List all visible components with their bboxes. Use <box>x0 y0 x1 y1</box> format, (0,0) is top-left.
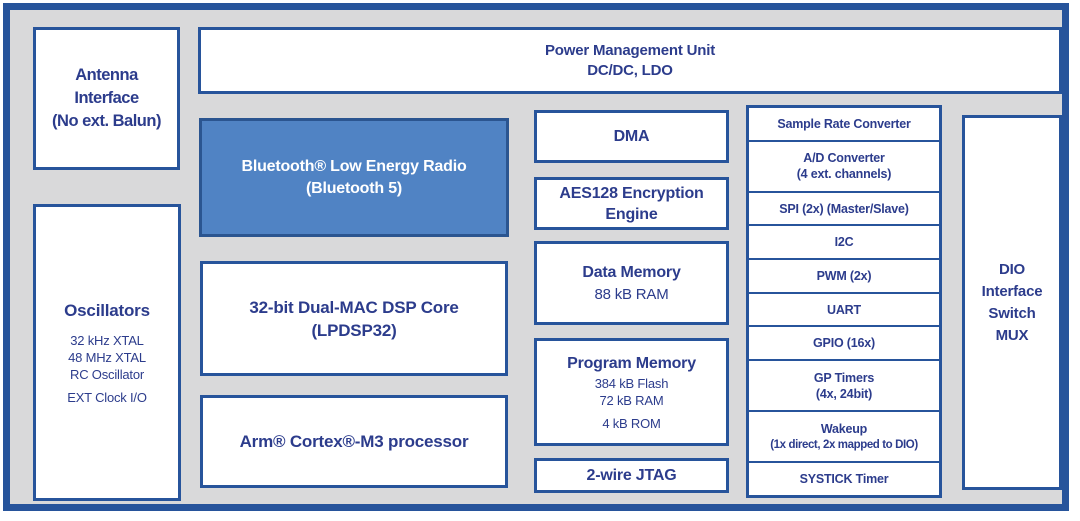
peripheral-sublabel: (1x direct, 2x mapped to DIO) <box>770 438 918 451</box>
dma-block: DMA <box>534 110 729 163</box>
bluetooth-radio-block: Bluetooth® Low Energy Radio (Bluetooth 5… <box>199 118 509 237</box>
peripheral-sublabel: (4 ext. channels) <box>796 167 892 182</box>
peripheral-spi: SPI (2x) (Master/Slave) <box>749 190 939 225</box>
program-memory-flash: 384 kB Flash <box>594 375 669 391</box>
dsp-line2: (LPDSP32) <box>311 320 397 340</box>
oscillators-block: Oscillators 32 kHz XTAL 48 MHz XTAL RC O… <box>33 204 181 501</box>
peripheral-gp-timers: GP Timers (4x, 24bit) <box>749 359 939 410</box>
aes-line1: AES128 Encryption <box>559 184 704 202</box>
peripheral-label: A/D Converter <box>803 151 885 166</box>
dma-label: DMA <box>613 127 650 145</box>
oscillators-title: Oscillators <box>64 301 150 320</box>
antenna-line2: Interface <box>74 89 139 107</box>
aes-encryption-block: AES128 Encryption Engine <box>534 177 729 230</box>
dio-line4: MUX <box>995 326 1029 344</box>
antenna-line1: Antenna <box>75 66 138 84</box>
dsp-core-block: 32-bit Dual-MAC DSP Core (LPDSP32) <box>200 261 508 376</box>
data-memory-size: 88 kB RAM <box>594 285 669 303</box>
pmu-line1: Power Management Unit <box>545 41 715 59</box>
program-memory-title: Program Memory <box>567 354 696 372</box>
program-memory-ram: 72 kB RAM <box>599 392 664 408</box>
peripheral-label: GPIO (16x) <box>813 336 875 351</box>
dio-line1: DIO <box>998 260 1026 278</box>
oscillator-item-32khz: 32 kHz XTAL <box>70 333 144 348</box>
bluetooth-line2: (Bluetooth 5) <box>305 179 403 197</box>
data-memory-title: Data Memory <box>582 263 681 281</box>
program-memory-rom: 4 kB ROM <box>602 415 661 431</box>
peripheral-pwm: PWM (2x) <box>749 258 939 292</box>
peripheral-label: I2C <box>834 235 854 250</box>
peripheral-label: UART <box>827 302 861 317</box>
dio-line3: Switch <box>988 304 1036 322</box>
oscillator-ext-clock: EXT Clock I/O <box>67 390 147 405</box>
antenna-interface-block: Antenna Interface (No ext. Balun) <box>33 27 180 170</box>
aes-line2: Engine <box>605 205 658 223</box>
peripheral-sample-rate-converter: Sample Rate Converter <box>749 108 939 140</box>
arm-cortex-m3-block: Arm® Cortex®-M3 processor <box>200 395 508 488</box>
pmu-line2: DC/DC, LDO <box>587 61 673 79</box>
dio-line2: Interface <box>981 282 1043 300</box>
peripheral-gpio: GPIO (16x) <box>749 325 939 359</box>
power-management-unit-block: Power Management Unit DC/DC, LDO <box>198 27 1062 94</box>
peripheral-label: GP Timers <box>813 370 875 385</box>
peripheral-label: SPI (2x) (Master/Slave) <box>779 201 909 216</box>
peripheral-i2c: I2C <box>749 224 939 258</box>
program-memory-block: Program Memory 384 kB Flash 72 kB RAM 4 … <box>534 338 729 446</box>
antenna-line3: (No ext. Balun) <box>52 112 161 130</box>
peripheral-stack: Sample Rate Converter A/D Converter (4 e… <box>746 105 942 498</box>
oscillator-item-rc: RC Oscillator <box>70 367 144 382</box>
arm-label: Arm® Cortex®-M3 processor <box>239 432 469 451</box>
oscillator-item-48mhz: 48 MHz XTAL <box>68 350 146 365</box>
peripheral-label: Wakeup <box>820 421 868 436</box>
peripheral-wakeup: Wakeup (1x direct, 2x mapped to DIO) <box>749 410 939 461</box>
peripheral-uart: UART <box>749 291 939 326</box>
data-memory-block: Data Memory 88 kB RAM <box>534 241 729 325</box>
peripheral-label: PWM (2x) <box>816 268 872 283</box>
peripheral-label: Sample Rate Converter <box>777 116 911 131</box>
peripheral-sublabel: (4x, 24bit) <box>815 386 873 401</box>
peripheral-label: SYSTICK Timer <box>799 472 889 487</box>
dio-interface-mux-block: DIO Interface Switch MUX <box>962 115 1062 490</box>
peripheral-systick-timer: SYSTICK Timer <box>749 461 939 495</box>
peripheral-ad-converter: A/D Converter (4 ext. channels) <box>749 139 939 191</box>
dsp-line1: 32-bit Dual-MAC DSP Core <box>249 297 459 317</box>
jtag-block: 2-wire JTAG <box>534 458 729 493</box>
jtag-label: 2-wire JTAG <box>586 466 677 484</box>
bluetooth-line1: Bluetooth® Low Energy Radio <box>241 157 467 175</box>
